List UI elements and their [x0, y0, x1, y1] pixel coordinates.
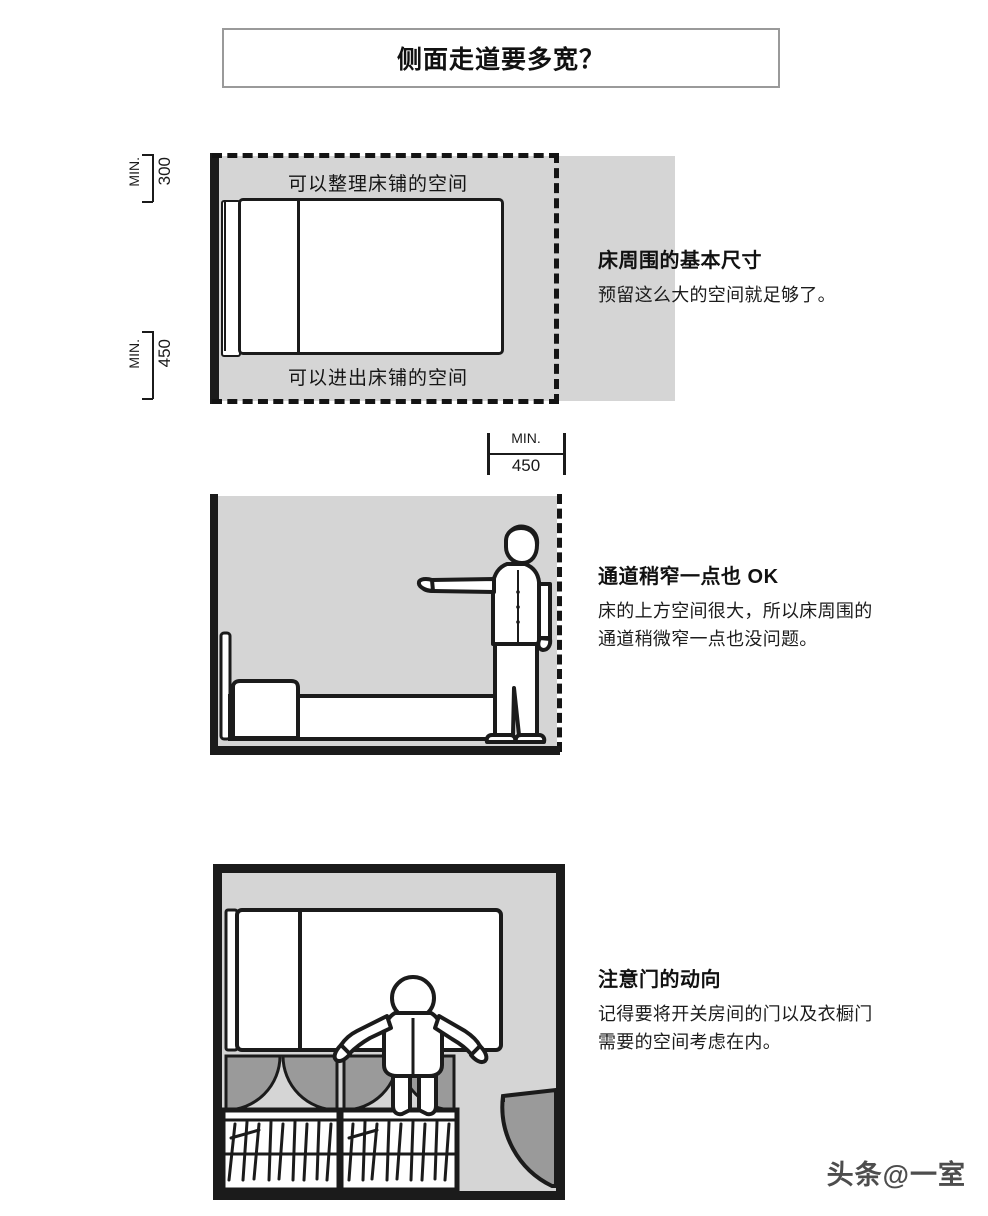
pillow: [231, 679, 300, 740]
callout-body: 床的上方空间很大，所以床周围的通道稍微窄一点也没问题。: [598, 601, 873, 649]
dim-prefix: MIN.: [126, 339, 142, 369]
boundary-dashed-top: [212, 153, 559, 158]
pillow-divider: [297, 200, 300, 353]
dim-value: 450: [511, 456, 541, 475]
dim-line: [152, 154, 154, 202]
page-title: 侧面走道要多宽？: [396, 46, 605, 74]
caption-enter-exit-space: 可以进出床铺的空间: [288, 368, 469, 389]
callout-body: 预留这么大的空间就足够了。: [598, 285, 836, 305]
figure-bed-plan: 可以整理床铺的空间 可以进出床铺的空间 MIN. 300 MIN. 450: [120, 145, 675, 415]
dim-prefix: MIN.: [511, 430, 541, 446]
wall-left: [210, 153, 219, 404]
mattress: [238, 198, 504, 355]
wall-left: [210, 494, 218, 754]
callout-heading: 床周围的基本尺寸: [598, 250, 762, 272]
boundary-dashed-right: [557, 494, 562, 752]
dim-value: 450: [155, 339, 174, 368]
dim-tick-bottom: [142, 398, 153, 400]
callout-heading: 通道稍窄一点也 OK: [598, 566, 779, 588]
headboard: [219, 631, 232, 741]
callout-body: 记得要将开关房间的门以及衣橱门需要的空间考虑在内。: [598, 1004, 873, 1052]
figure-wardrobe-plan: [207, 858, 572, 1206]
dim-prefix: MIN.: [126, 157, 142, 187]
callout-door-clearance: 注意门的动向 记得要将开关房间的门以及衣橱门需要的空间考虑在内。: [598, 963, 888, 1057]
person-plan: [332, 975, 489, 1117]
callout-narrow-aisle-ok: 通道稍窄一点也 OK 床的上方空间很大，所以床周围的通道稍微窄一点也没问题。: [598, 560, 888, 654]
watermark: 头条@一室: [826, 1160, 966, 1190]
wall-left: [213, 864, 222, 1200]
headboard-inner-line: [224, 202, 226, 351]
boundary-dashed-bottom: [212, 399, 559, 404]
plan-drawing: [220, 908, 558, 1193]
wall-top: [213, 864, 565, 873]
figure-side-elevation: [207, 492, 567, 762]
dim-line: [152, 331, 154, 399]
hanging-clothes: [227, 1120, 451, 1182]
title-box: 侧面走道要多宽？: [222, 28, 780, 88]
dim-tick-top: [142, 331, 153, 333]
floor-line: [210, 746, 560, 755]
dim-tick-top: [142, 154, 153, 156]
wall-right: [556, 864, 565, 1200]
caption-make-bed-space: 可以整理床铺的空间: [288, 174, 469, 195]
wall-bottom: [213, 1191, 565, 1200]
person-standing: [416, 524, 553, 744]
boundary-dashed-right: [554, 153, 559, 404]
dim-value: 300: [155, 157, 174, 186]
callout-heading: 注意门的动向: [598, 969, 721, 991]
callout-basic-dimensions: 床周围的基本尺寸 预留这么大的空间就足够了。: [598, 244, 888, 310]
dim-tick-bottom: [142, 201, 153, 203]
room-door-swing: [500, 1087, 558, 1188]
dimension-min-450-horizontal: MIN. 450: [487, 430, 567, 480]
dim-line: [487, 453, 565, 455]
elevation-drawing: [219, 524, 553, 744]
